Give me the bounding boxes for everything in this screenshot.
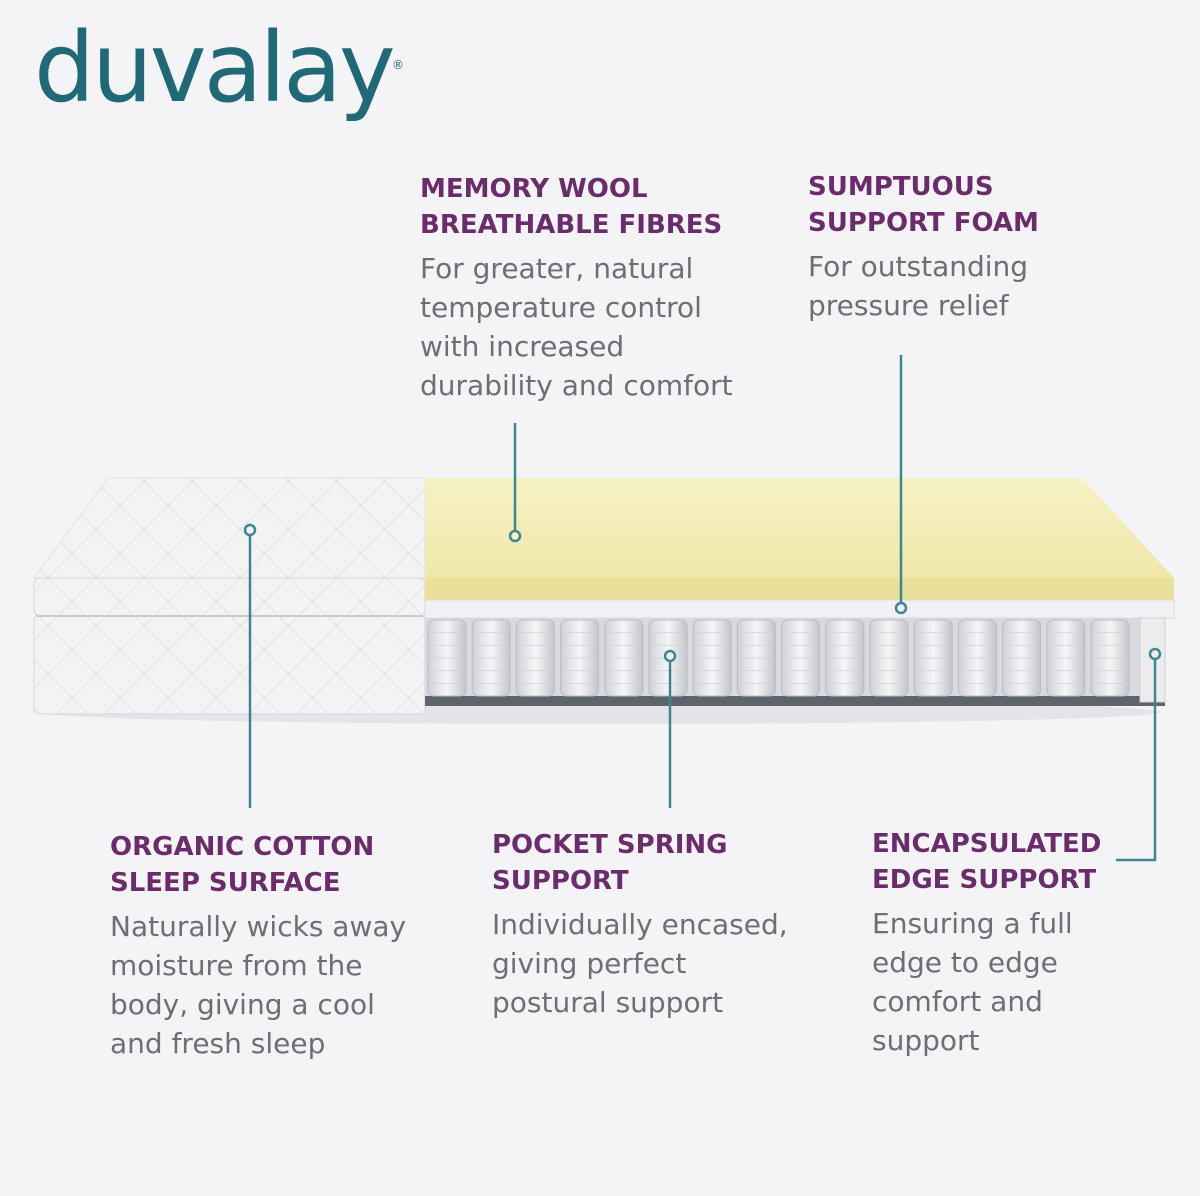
pocket-springs <box>427 619 1130 697</box>
cover-pillow-top-side <box>33 577 426 617</box>
cover-side <box>33 615 426 715</box>
feature-title: ENCAPSULATED EDGE SUPPORT <box>872 829 1102 895</box>
memory-wool-layer-side <box>425 578 1174 600</box>
cover-top <box>33 477 426 579</box>
feature-title: ORGANIC COTTON SLEEP SURFACE <box>110 832 375 898</box>
feature-title: SUMPTUOUS SUPPORT FOAM <box>808 172 1039 238</box>
brand-logo: duvalay <box>34 12 396 124</box>
spring-unit-base <box>425 696 1165 706</box>
feature-pocket-spring: POCKET SPRING SUPPORT Individually encas… <box>492 827 788 1022</box>
pin-memory-wool <box>508 529 522 543</box>
pin-pocket-spring <box>663 649 677 663</box>
feature-edge-support: ENCAPSULATED EDGE SUPPORT Ensuring a ful… <box>872 826 1101 1060</box>
feature-description: For greater, natural temperature control… <box>420 252 733 402</box>
feature-description: Naturally wicks away moisture from the b… <box>110 910 407 1060</box>
support-foam-layer <box>424 599 1175 619</box>
leader-lines <box>243 355 1162 862</box>
feature-description: Individually encased, giving perfect pos… <box>492 908 788 1019</box>
feature-title: POCKET SPRING SUPPORT <box>492 830 728 896</box>
feature-title: MEMORY WOOL BREATHABLE FIBRES <box>420 174 723 240</box>
pin-support-foam <box>894 601 908 615</box>
pin-edge-support <box>1148 647 1162 661</box>
edge-support-block <box>1139 617 1166 703</box>
feature-support-foam: SUMPTUOUS SUPPORT FOAM For outstanding p… <box>808 169 1039 325</box>
memory-wool-layer-top <box>425 478 1174 578</box>
feature-cotton-surface: ORGANIC COTTON SLEEP SURFACE Naturally w… <box>110 829 406 1063</box>
feature-memory-wool: MEMORY WOOL BREATHABLE FIBRES For greate… <box>420 171 733 405</box>
pin-cotton-surface <box>243 523 257 537</box>
feature-description: For outstanding pressure relief <box>808 250 1029 322</box>
registered-mark: ® <box>392 58 404 72</box>
leader-edge-support <box>1116 660 1157 862</box>
feature-description: Ensuring a full edge to edge comfort and… <box>872 907 1073 1057</box>
